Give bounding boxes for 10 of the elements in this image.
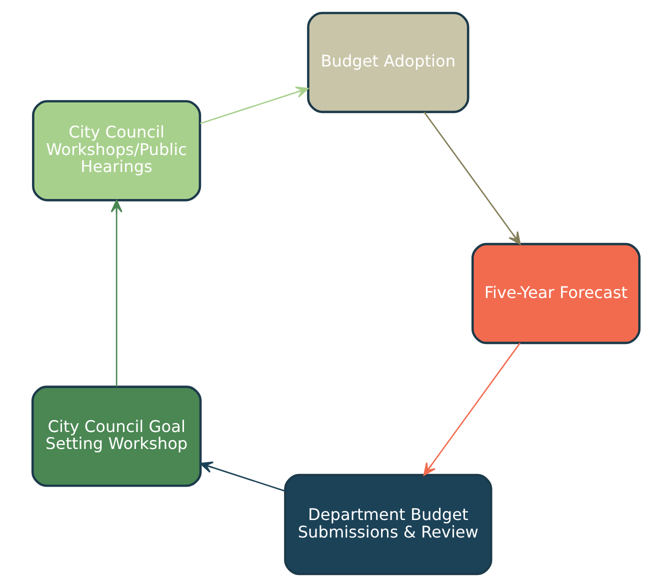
node-box: City Council Goal Setting Workshop <box>30 386 202 487</box>
arrow <box>422 342 520 476</box>
arrow <box>110 200 122 387</box>
node-box: Budget Adoption <box>306 12 469 114</box>
node-box: City Council Workshops/Public Hearings <box>32 100 201 202</box>
arrow <box>200 86 308 124</box>
arrow <box>199 462 285 492</box>
node-box: Department Budget Submissions & Review <box>284 474 492 576</box>
node-box: Five-Year Forecast <box>470 242 640 344</box>
arrow <box>423 112 520 245</box>
